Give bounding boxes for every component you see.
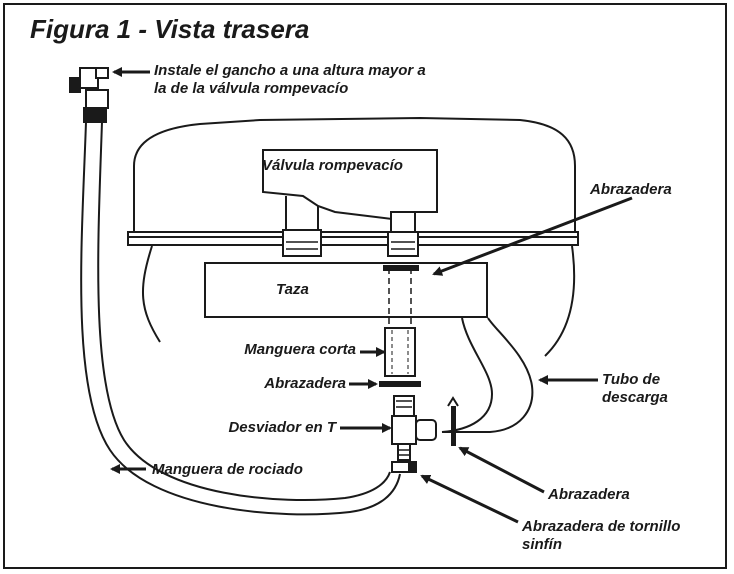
- label-worm-clamp: Abrazadera de tornillo sinfín: [522, 518, 681, 553]
- short-hose-shape: [384, 327, 416, 377]
- label-hook: Instale el gancho a una altura mayor a l…: [154, 62, 426, 97]
- label-t-diverter: Desviador en T: [228, 419, 336, 436]
- label-clamp-bottom: Abrazadera: [548, 486, 630, 503]
- label-clamp-top: Abrazadera: [590, 181, 672, 198]
- discharge-tube-shape: [441, 317, 534, 433]
- t-diverter-shape: [391, 395, 437, 461]
- arrow-worm-clamp: [420, 474, 519, 524]
- internal-tube: [388, 268, 412, 330]
- discharge-clamp-shape: [447, 396, 459, 407]
- figure-title: Figura 1 - Vista trasera: [30, 14, 310, 44]
- label-bowl: Taza: [276, 281, 309, 298]
- label-vacuum-breaker: Válvula rompevacío: [262, 157, 403, 174]
- clamp-middle-shape: [379, 381, 421, 387]
- label-clamp-middle: Abrazadera: [264, 375, 346, 392]
- spray-hose-shape: [80, 121, 401, 516]
- vacuum-breaker-shape: [262, 149, 438, 222]
- tank-rim: [127, 231, 579, 246]
- arrow-clamp-bottom: [458, 446, 545, 494]
- arrow-clamp-top: [432, 196, 633, 276]
- label-discharge-tube: Tubo de descarga: [602, 371, 668, 406]
- hook-assembly: [69, 67, 109, 123]
- label-short-hose: Manguera corta: [244, 341, 356, 358]
- tank-body: [133, 116, 576, 357]
- leader-arrows: [110, 67, 633, 524]
- clamp-top-shape: [383, 265, 419, 271]
- label-spray-hose: Manguera de rociado: [152, 461, 303, 478]
